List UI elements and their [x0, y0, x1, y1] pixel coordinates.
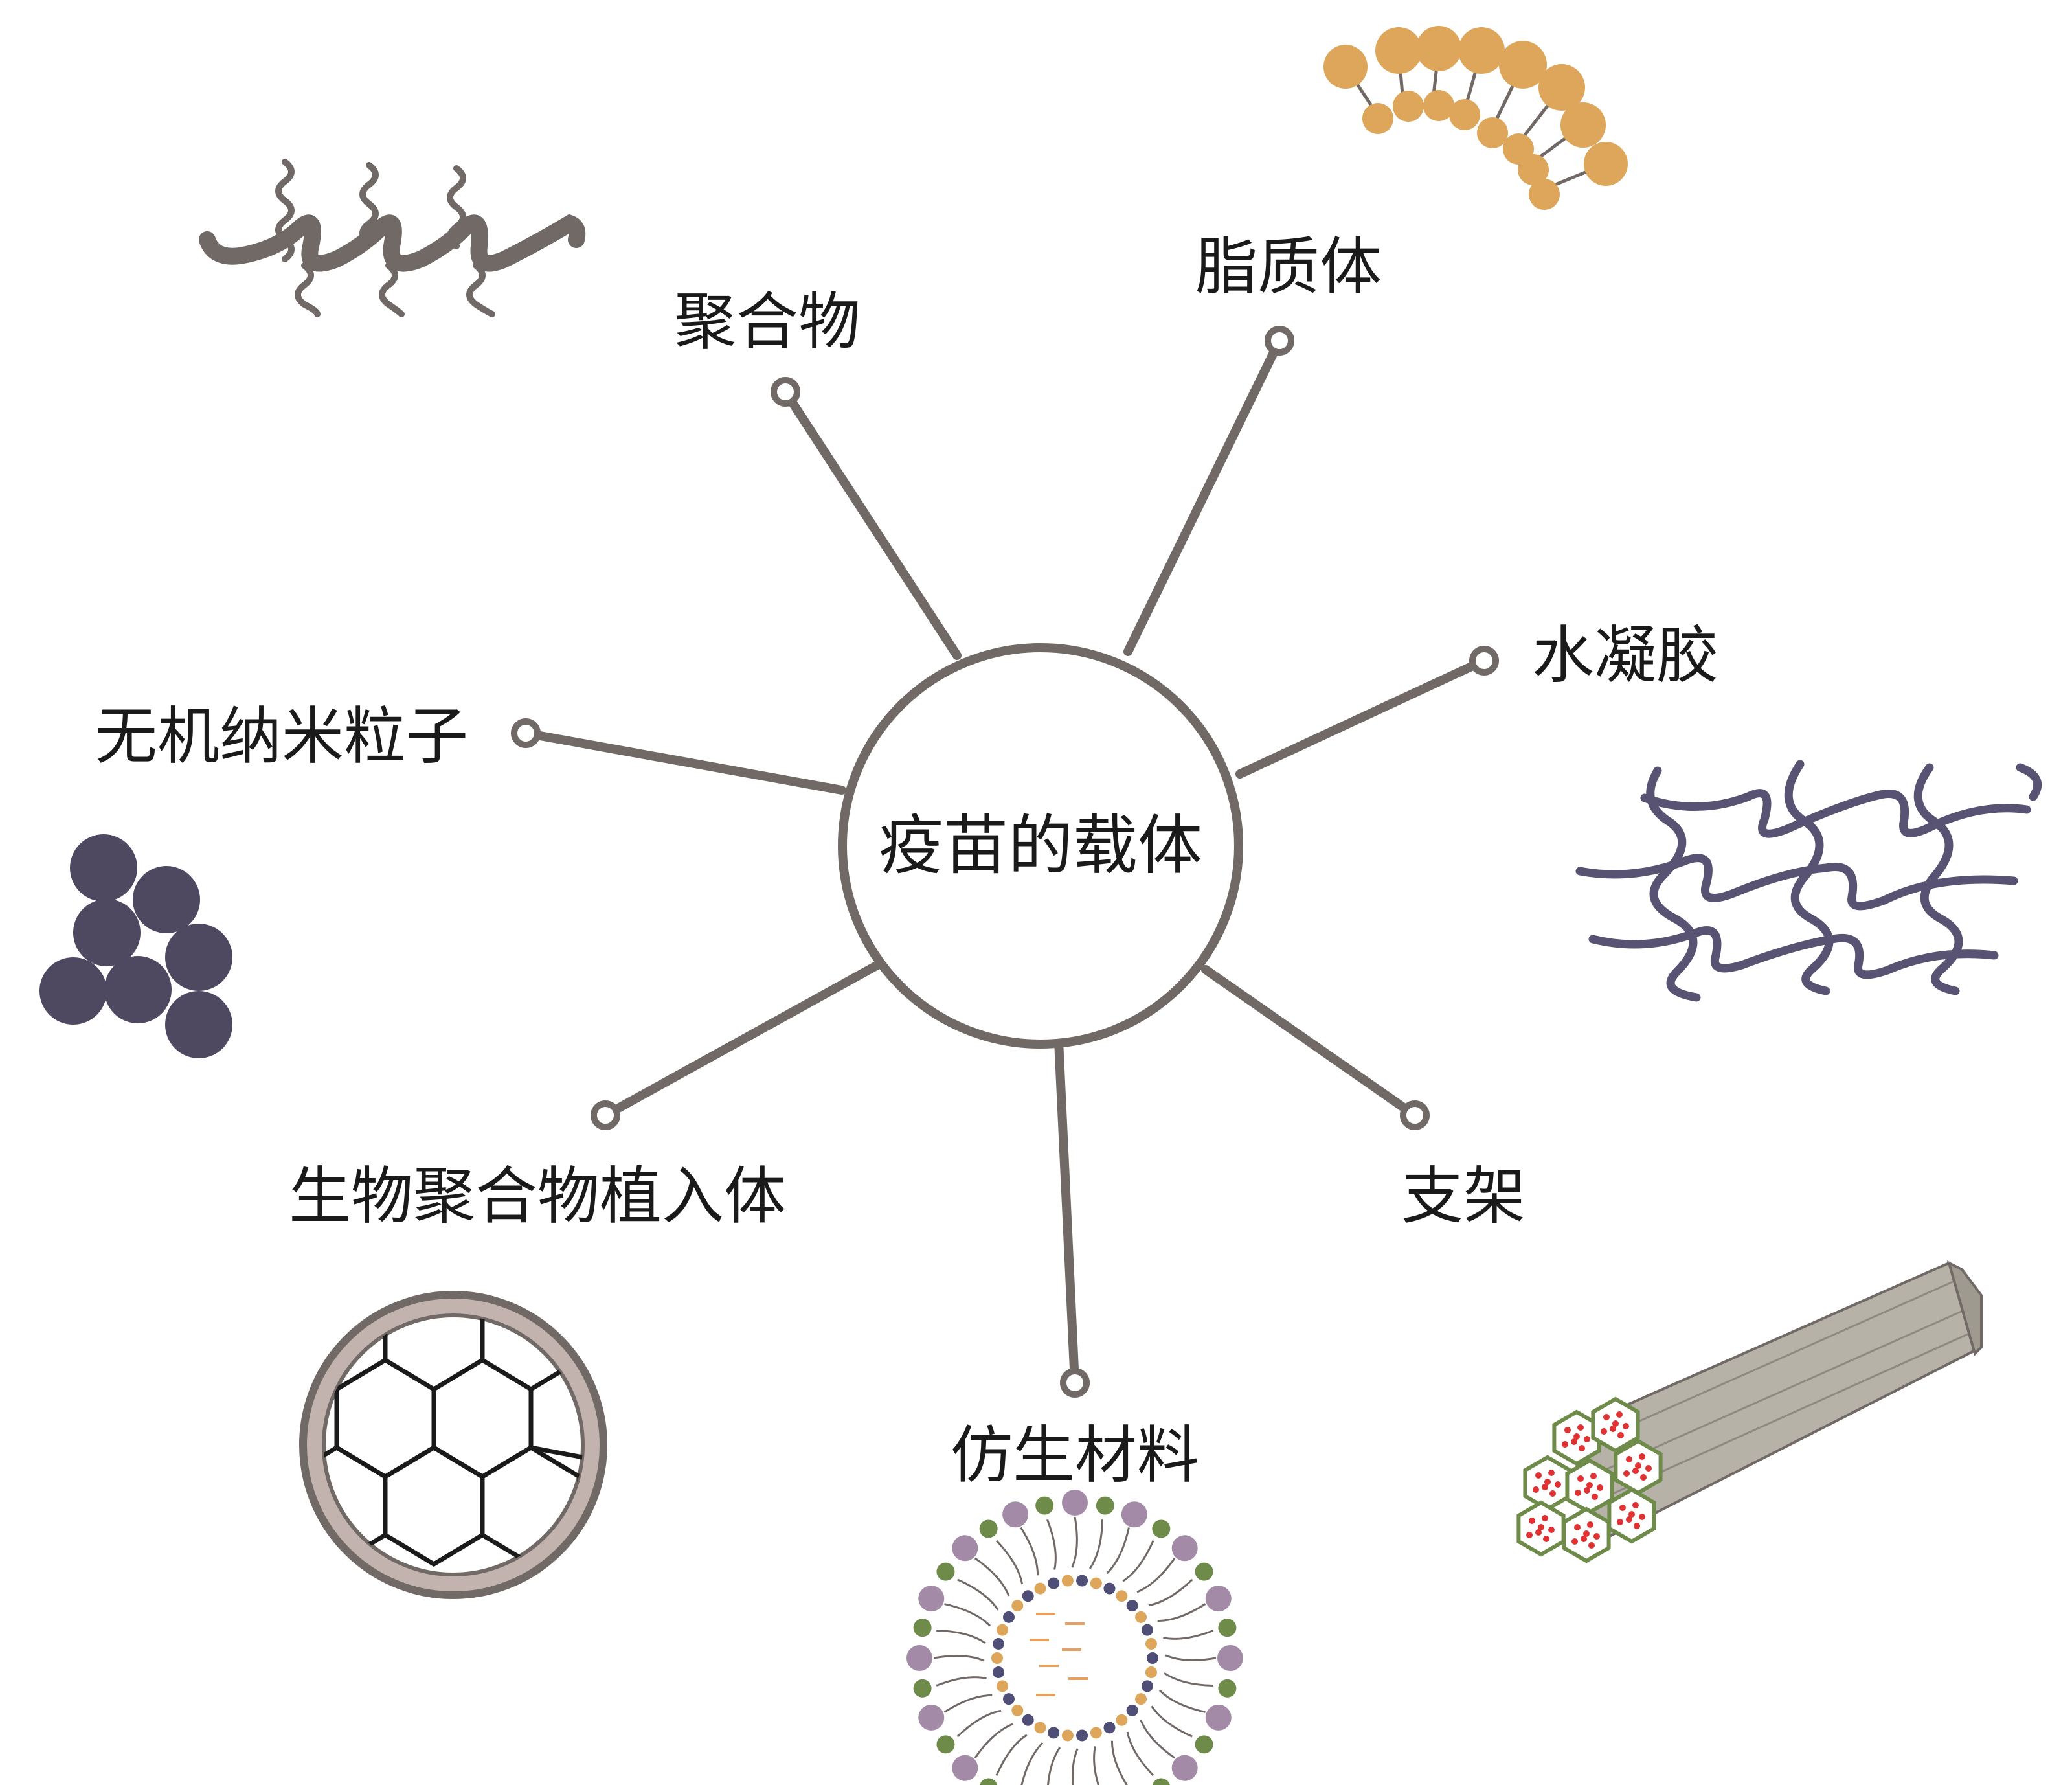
polymer-chain-icon	[199, 159, 586, 317]
node-label-inorganic: 无机纳米粒子	[95, 700, 468, 773]
hydrogel-network-icon	[1575, 760, 2042, 1002]
lipid-bilayer-icon	[1323, 26, 1628, 210]
connector-endpoints	[511, 326, 1499, 1398]
connector-liposome	[1123, 336, 1284, 656]
connector-inorganic	[521, 729, 846, 795]
connector-lines	[521, 336, 1489, 1387]
connector-implant	[601, 960, 883, 1120]
nanoparticle-cluster-icon	[39, 834, 232, 1058]
center-label: 疫苗的载体	[879, 808, 1202, 883]
honeycomb-implant-icon	[299, 1291, 607, 1599]
connector-biomimetic	[1054, 1037, 1079, 1387]
node-label-scaffold: 支架	[1401, 1160, 1526, 1233]
endpoint-polymer	[771, 377, 800, 407]
endpoint-inorganic	[511, 718, 541, 748]
node-label-biomimetic: 仿生材料	[951, 1419, 1199, 1492]
connector-scaffold	[1201, 965, 1419, 1120]
connector-hydrogel	[1235, 656, 1489, 779]
center-node	[838, 643, 1243, 1049]
endpoint-hydrogel	[1469, 646, 1499, 676]
node-label-liposome: 脂质体	[1195, 231, 1382, 303]
scaffold-bundle-icon	[1516, 1260, 1983, 1563]
node-label-hydrogel: 水凝胶	[1532, 619, 1718, 692]
connector-polymer	[781, 387, 962, 660]
biomimetic-vesicle-icon	[906, 1490, 1243, 1785]
node-label-implant: 生物聚合物植入体	[289, 1160, 786, 1233]
endpoint-biomimetic	[1060, 1368, 1090, 1398]
node-label-polymer: 聚合物	[674, 286, 861, 358]
endpoint-liposome	[1265, 326, 1294, 356]
endpoint-implant	[591, 1100, 620, 1130]
endpoint-scaffold	[1400, 1100, 1430, 1130]
